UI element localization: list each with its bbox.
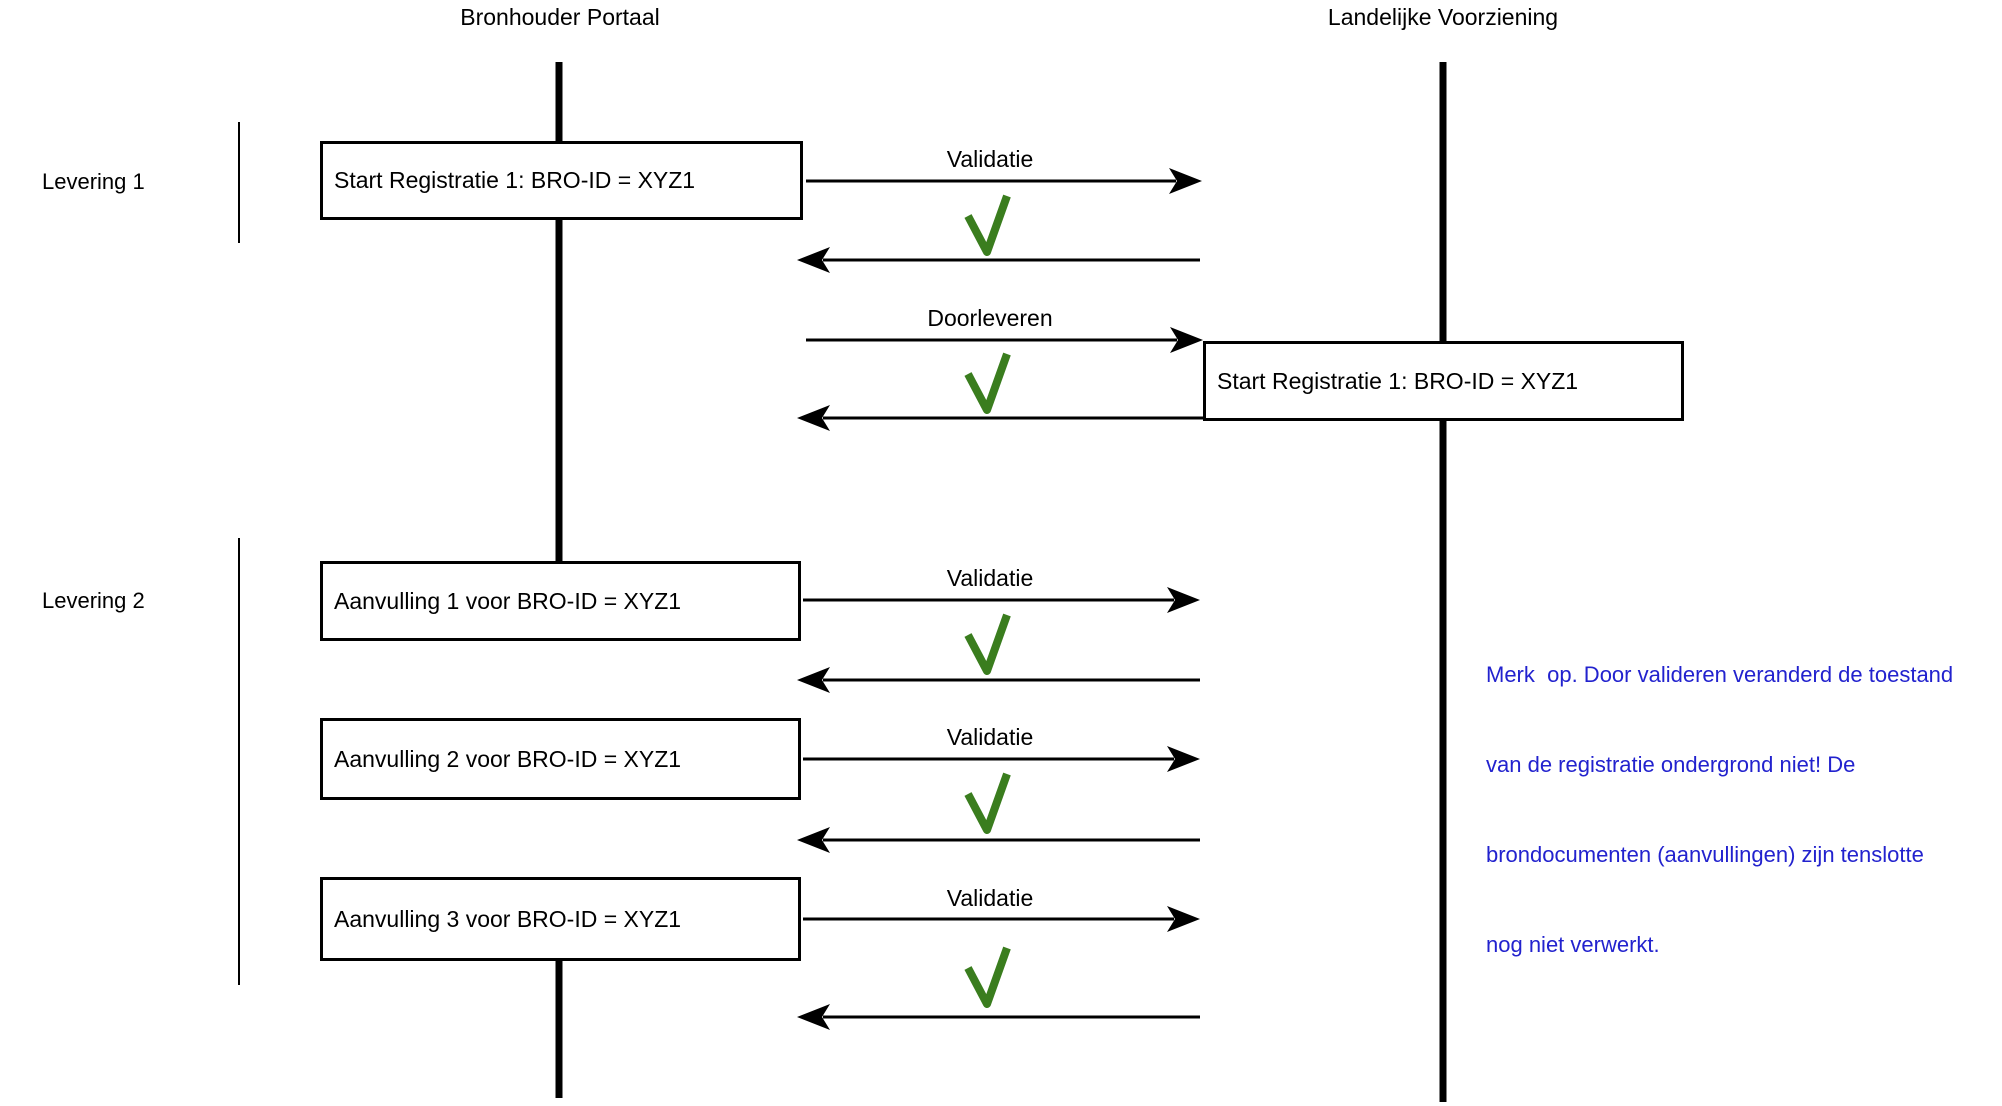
message-label-validatie-3: Validatie (946, 724, 1034, 750)
message-label-doorleveren: Doorleveren (927, 305, 1053, 331)
group-label-levering-1: Levering 1 (42, 169, 145, 194)
box-start-registratie-landelijke-voorziening: Start Registratie 1: BRO-ID = XYZ1 (1203, 341, 1684, 421)
message-validatie-4 (797, 906, 1200, 1030)
request-arrowhead (1167, 746, 1200, 772)
box-aanvulling-3: Aanvulling 3 voor BRO-ID = XYZ1 (320, 877, 801, 961)
response-arrowhead (797, 827, 830, 853)
message-label-validatie-1: Validatie (946, 146, 1034, 172)
note-line: van de registratie ondergrond niet! De (1486, 752, 1856, 777)
checkmark-icon (964, 772, 1011, 834)
box-label: Aanvulling 3 voor BRO-ID = XYZ1 (334, 905, 682, 932)
response-arrowhead (797, 405, 830, 431)
lane-title-bronhouder-portaal: Bronhouder Portaal (460, 4, 660, 30)
checkmark-icon (964, 946, 1011, 1008)
lane-title-landelijke-voorziening: Landelijke Voorziening (1327, 4, 1559, 30)
message-validatie-3 (797, 746, 1200, 853)
response-arrowhead (797, 1004, 830, 1030)
message-label-validatie-4: Validatie (946, 885, 1034, 911)
checkmark-icon (964, 194, 1011, 256)
response-arrowhead (797, 247, 830, 273)
message-doorleveren (797, 327, 1203, 431)
note-line: brondocumenten (aanvullingen) zijn tensl… (1486, 842, 1924, 867)
note-line: nog niet verwerkt. (1486, 932, 1660, 957)
checkmark-icon (964, 352, 1011, 414)
message-validatie-2 (797, 587, 1200, 693)
note-line: Merk op. Door valideren veranderd de toe… (1486, 662, 1954, 687)
box-aanvulling-1: Aanvulling 1 voor BRO-ID = XYZ1 (320, 561, 801, 641)
box-label: Aanvulling 2 voor BRO-ID = XYZ1 (334, 745, 682, 772)
message-validatie-1 (797, 168, 1202, 273)
request-arrowhead (1167, 587, 1200, 613)
group-label-levering-2: Levering 2 (42, 588, 145, 613)
message-label-validatie-2: Validatie (946, 565, 1034, 591)
checkmark-icon (964, 613, 1011, 675)
request-arrowhead (1167, 906, 1200, 932)
response-arrowhead (797, 667, 830, 693)
box-label: Start Registratie 1: BRO-ID = XYZ1 (334, 167, 696, 193)
annotation-note: Merk op. Door valideren veranderd de toe… (1486, 600, 1953, 1020)
box-start-registratie-bronhouder: Start Registratie 1: BRO-ID = XYZ1 (320, 141, 803, 220)
box-label: Start Registratie 1: BRO-ID = XYZ1 (1217, 367, 1579, 394)
request-arrowhead (1169, 168, 1202, 194)
box-aanvulling-2: Aanvulling 2 voor BRO-ID = XYZ1 (320, 718, 801, 800)
box-label: Aanvulling 1 voor BRO-ID = XYZ1 (334, 587, 682, 614)
request-arrowhead (1170, 327, 1203, 353)
